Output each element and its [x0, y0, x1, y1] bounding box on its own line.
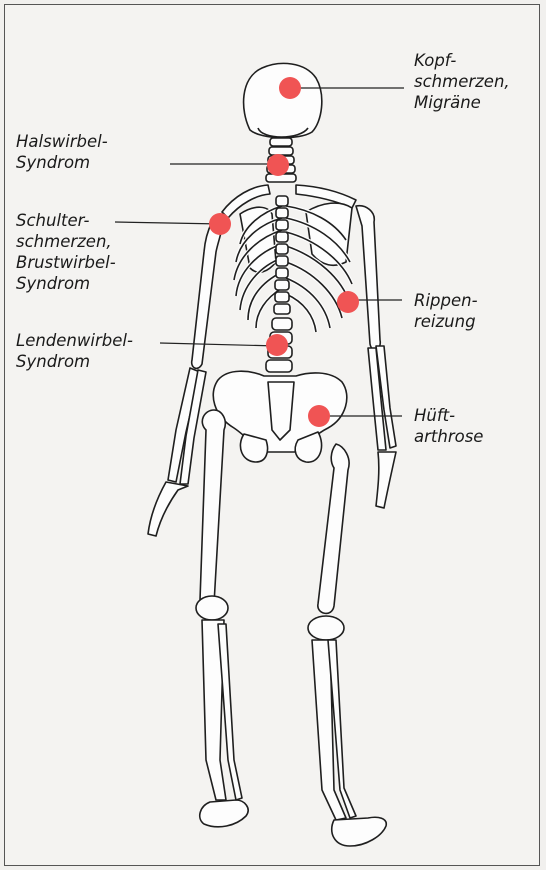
- marker-lenden: [266, 334, 288, 356]
- label-schulterschmerzen: Schulter- schmerzen, Brustwirbel- Syndro…: [16, 210, 116, 294]
- label-hueftarthrose: Hüft- arthrose: [414, 405, 483, 447]
- right-humerus: [356, 206, 380, 350]
- marker-rippen: [337, 291, 359, 313]
- label-kopfschmerzen: Kopf- schmerzen, Migräne: [414, 50, 510, 113]
- skeleton: [148, 63, 396, 846]
- skull: [244, 63, 322, 137]
- leader-schulter: [115, 222, 222, 224]
- marker-schulter: [209, 213, 231, 235]
- label-halswirbel-syndrom: Halswirbel- Syndrom: [16, 131, 108, 173]
- right-foot: [332, 817, 387, 846]
- marker-hals: [267, 154, 289, 176]
- leader-lenden: [160, 343, 278, 346]
- right-femur: [318, 444, 349, 613]
- label-lendenwirbel-syndrom: Lendenwirbel- Syndrom: [16, 330, 133, 372]
- label-rippenreizung: Rippen- reizung: [414, 290, 478, 332]
- left-femur: [199, 410, 225, 610]
- left-hand: [148, 482, 188, 536]
- marker-kopf: [279, 77, 301, 99]
- left-foot: [200, 800, 248, 827]
- right-hand: [376, 452, 396, 508]
- marker-hueft: [308, 405, 330, 427]
- left-humerus: [192, 222, 222, 368]
